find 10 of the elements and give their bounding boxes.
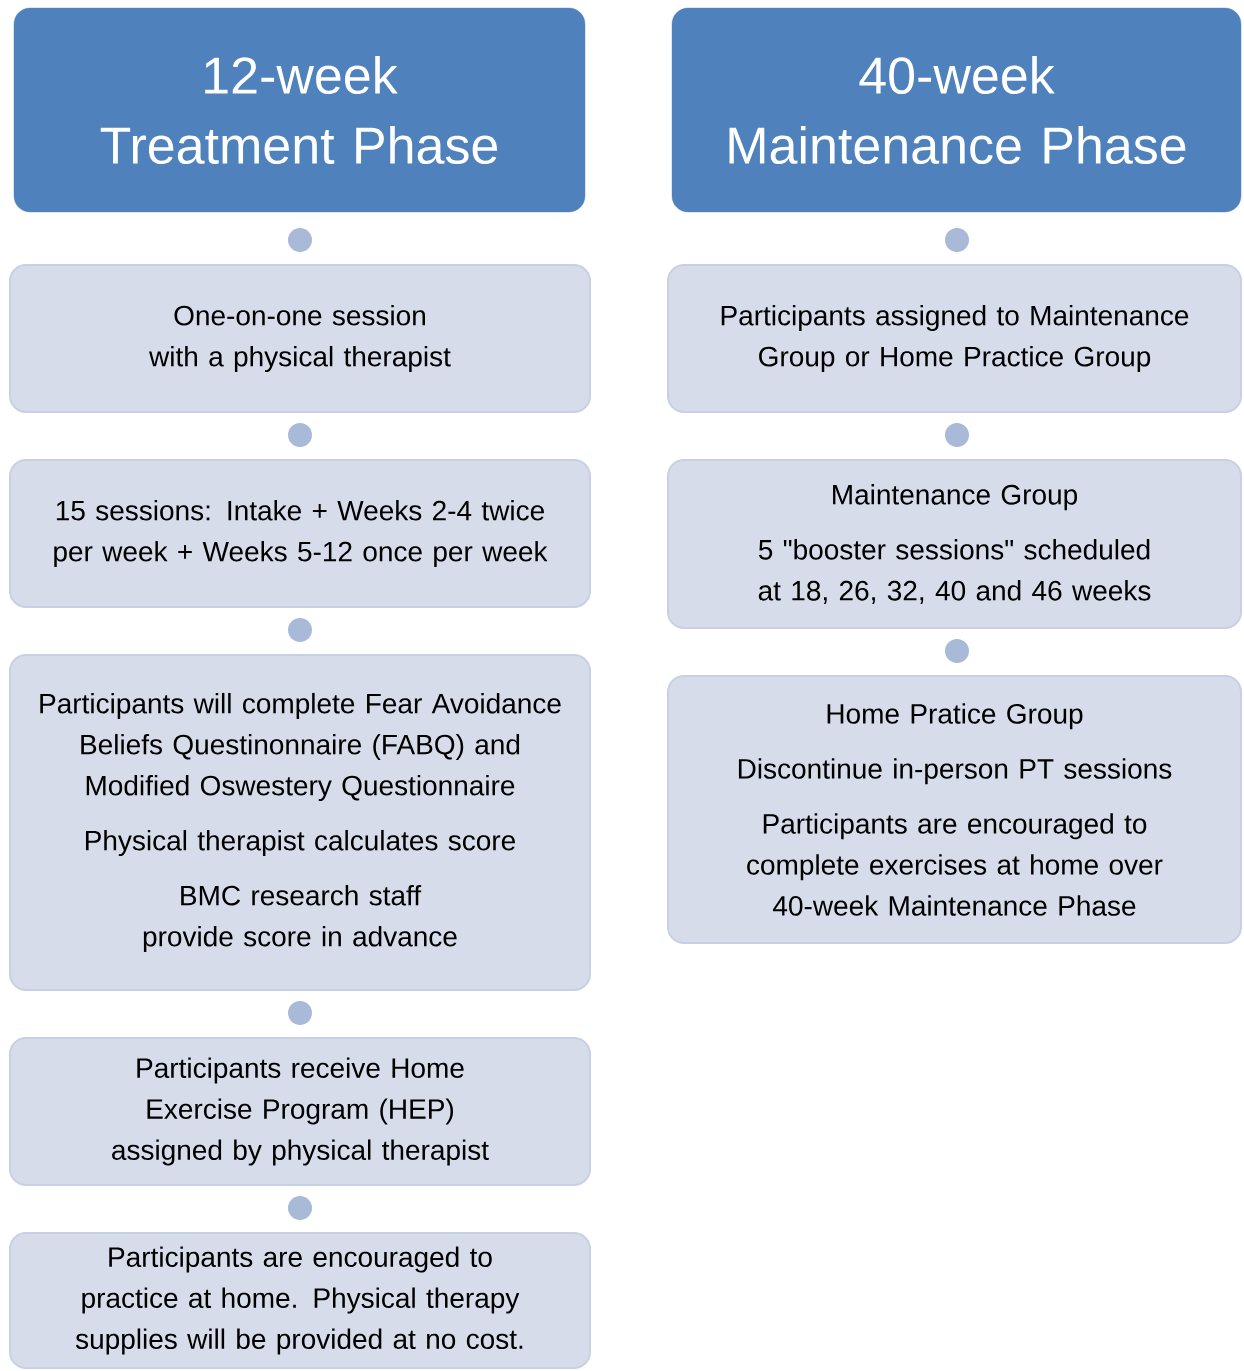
process-box: Participants are encouraged to practice at home. Physical therapy supplies will be provided at no cost.: [9, 1232, 591, 1369]
process-box: Participants assigned to Maintenance Group or Home Practice Group: [667, 264, 1242, 413]
process-box: One-on-one session with a physical therapist: [9, 264, 591, 413]
process-box: Participants will complete Fear Avoidance Beliefs Questinonnaire (FABQ) and Modified Oswestery Questionnaire Physical therapist calculates score BMC research staff provide score in advance: [9, 654, 591, 991]
process-box: Maintenance Group 5 "booster sessions" scheduled at 18, 26, 32, 40 and 46 weeks: [667, 459, 1242, 629]
process-box: 15 sessions: Intake + Weeks 2-4 twice per week + Weeks 5-12 once per week: [9, 459, 591, 608]
phase-header: 40-week Maintenance Phase: [671, 7, 1242, 213]
process-box: Participants receive Home Exercise Program (HEP) assigned by physical therapist: [9, 1037, 591, 1186]
process-box: Home Pratice Group Discontinue in-person PT sessions Participants are encouraged to complete exercises at home over 40-week Maintenance Phase: [667, 675, 1242, 944]
phase-header: 12-week Treatment Phase: [13, 7, 586, 213]
